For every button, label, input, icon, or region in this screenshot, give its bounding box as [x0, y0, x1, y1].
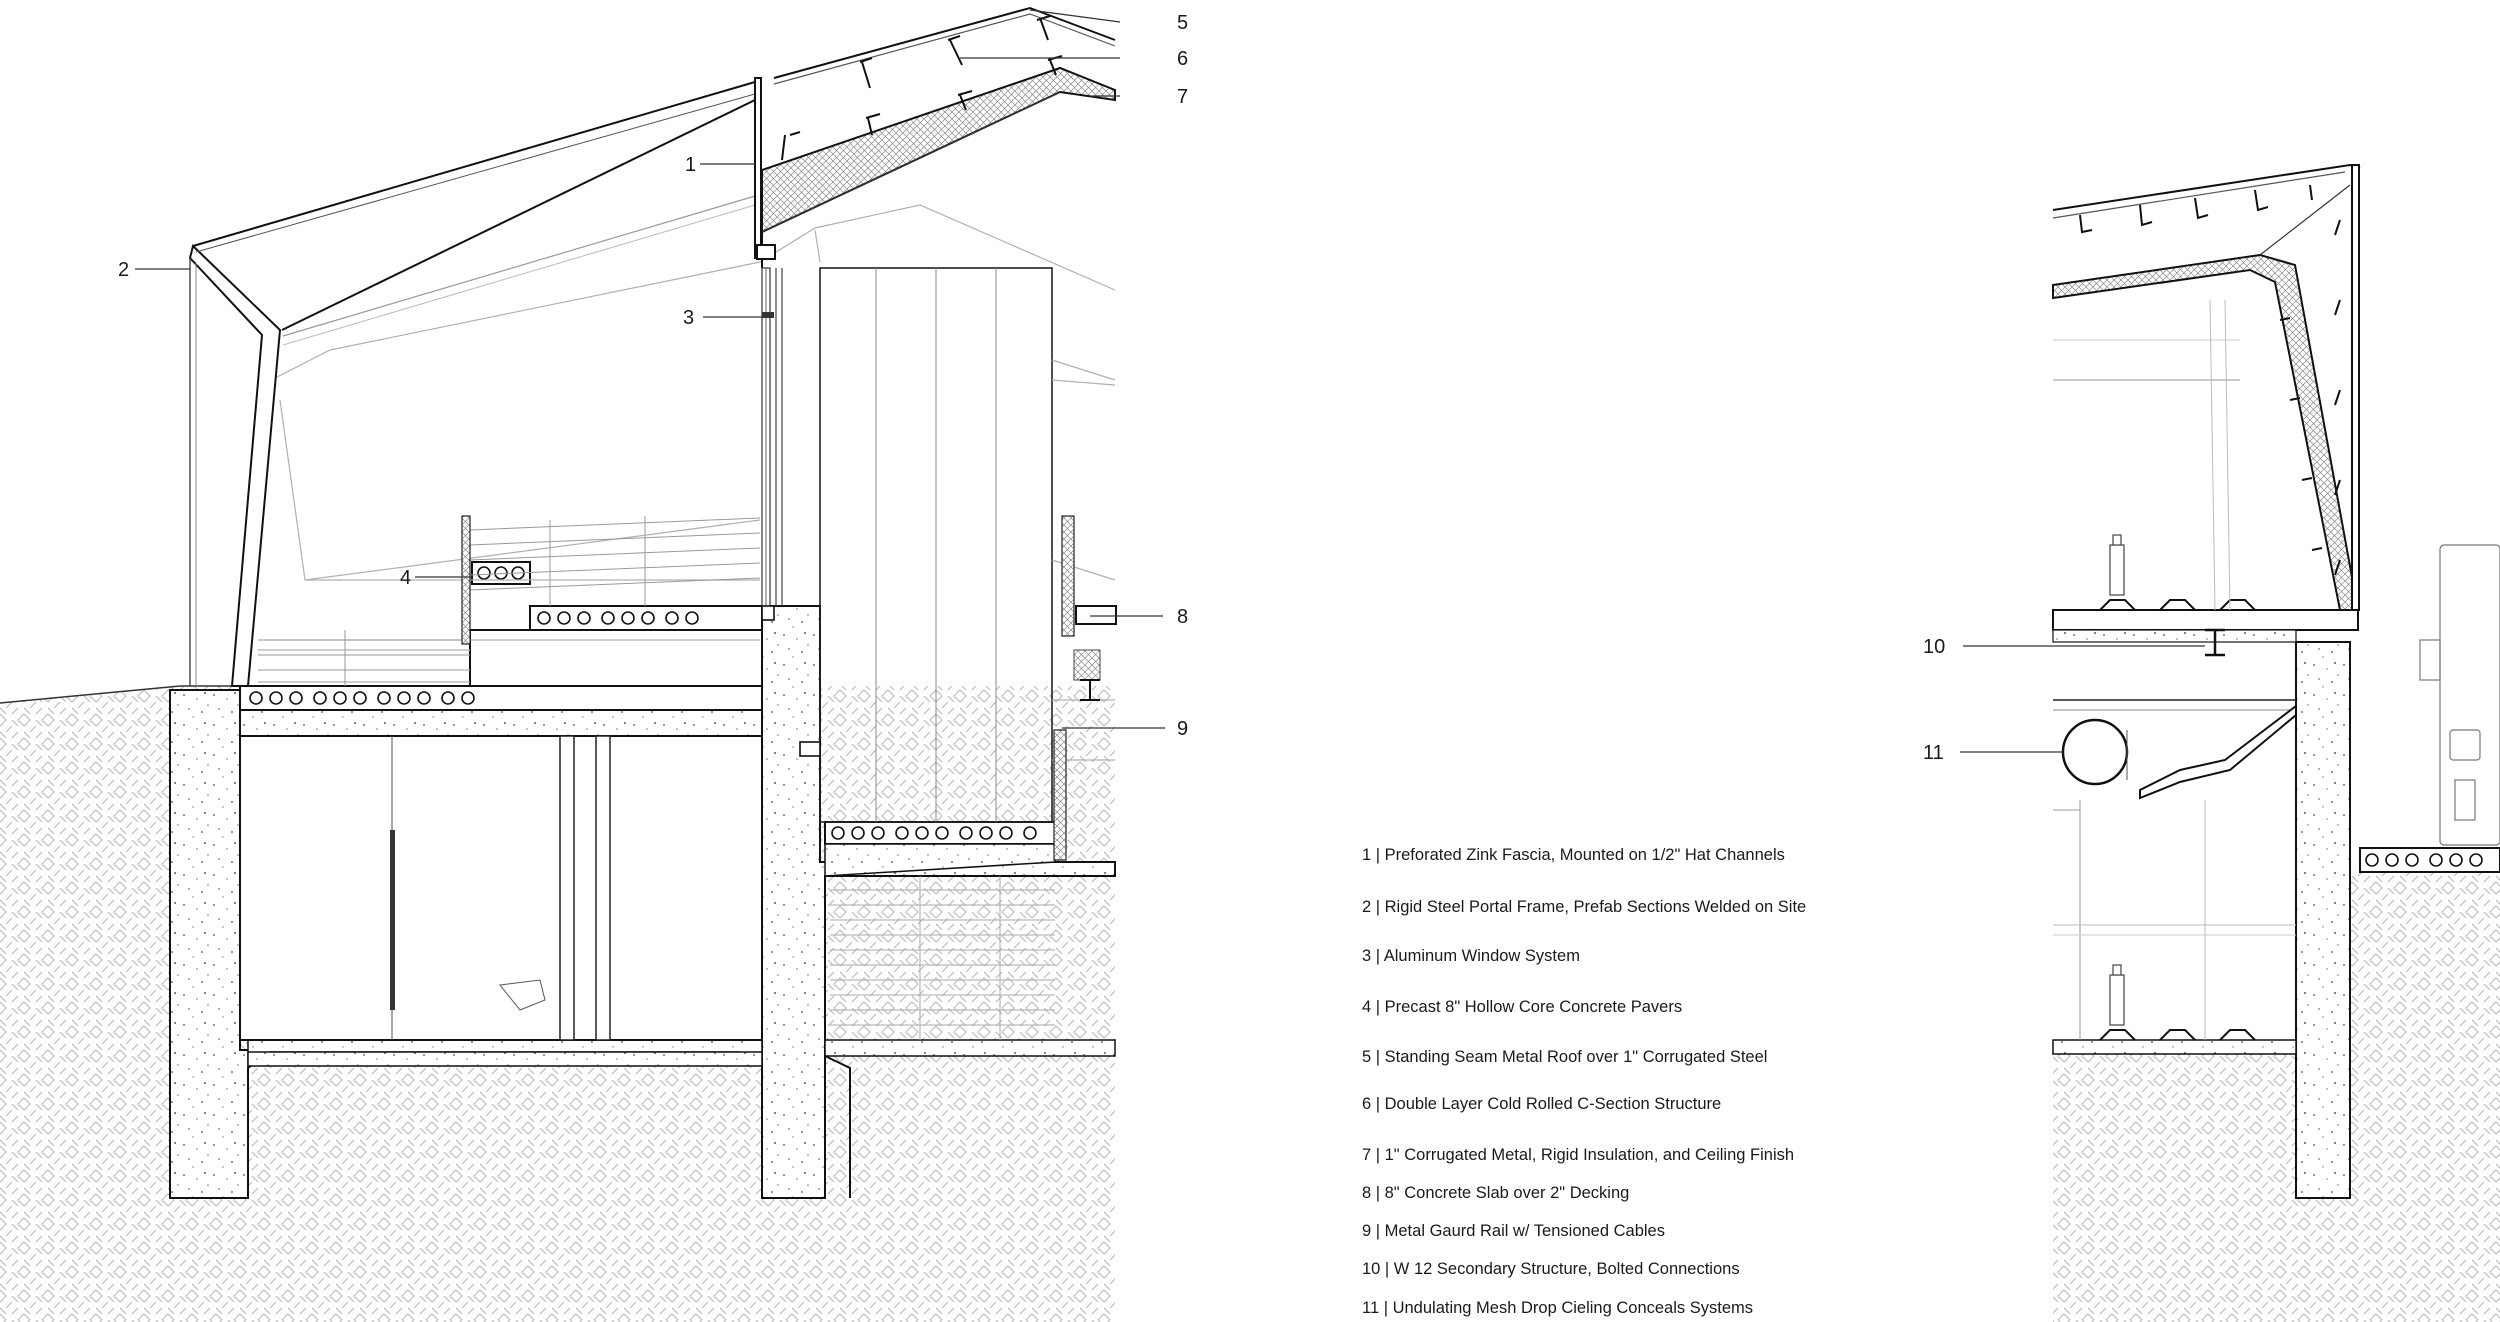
- legend-item-6: 6 | Double Layer Cold Rolled C-Section S…: [1362, 1095, 1722, 1113]
- callout-11: 11: [1923, 742, 1944, 764]
- hollow-core-pavers-lower: [249, 691, 475, 705]
- callout-4: 4: [400, 567, 411, 589]
- callout-9: 9: [1177, 718, 1188, 740]
- right-section: [2052, 163, 2500, 1322]
- callout-10: 10: [1923, 636, 1945, 658]
- callout-5: 5: [1177, 12, 1188, 34]
- portal-frame: [188, 244, 282, 687]
- left-section: [0, 6, 1117, 1322]
- legend-item-8: 8 | 8" Concrete Slab over 2" Decking: [1362, 1184, 1630, 1202]
- callout-6: 6: [1177, 48, 1188, 70]
- callout-7: 7: [1177, 86, 1188, 108]
- callout-1: 1: [685, 154, 696, 176]
- legend-item-1: 1 | Preforated Zink Fascia, Mounted on 1…: [1362, 846, 1785, 864]
- legend-item-5: 5 | Standing Seam Metal Roof over 1" Cor…: [1362, 1048, 1768, 1066]
- legend-item-11: 11 | Undulating Mesh Drop Cieling Concea…: [1362, 1299, 1753, 1317]
- legend-item-2: 2 | Rigid Steel Portal Frame, Prefab Sec…: [1362, 898, 1807, 916]
- callout-2: 2: [118, 259, 129, 281]
- callout-3: 3: [683, 307, 694, 329]
- legend-item-4: 4 | Precast 8" Hollow Core Concrete Pave…: [1362, 998, 1683, 1016]
- zinc-fascia: [754, 77, 762, 259]
- mesh-drop-ceiling: [2139, 703, 2297, 800]
- legend-item-3: 3 | Aluminum Window System: [1362, 947, 1580, 965]
- callout-labels: 1 2 3 4 5 6 7 8 9 10 11: [118, 12, 1945, 764]
- callout-8: 8: [1177, 606, 1188, 628]
- legend-item-9: 9 | Metal Gaurd Rail w/ Tensioned Cables: [1362, 1222, 1665, 1240]
- legend-item-7: 7 | 1" Corrugated Metal, Rigid Insulatio…: [1362, 1146, 1795, 1164]
- legend-item-10: 10 | W 12 Secondary Structure, Bolted Co…: [1362, 1260, 1740, 1278]
- ground-earth-right: [2053, 870, 2500, 1322]
- callout-leaders: [135, 9, 2205, 753]
